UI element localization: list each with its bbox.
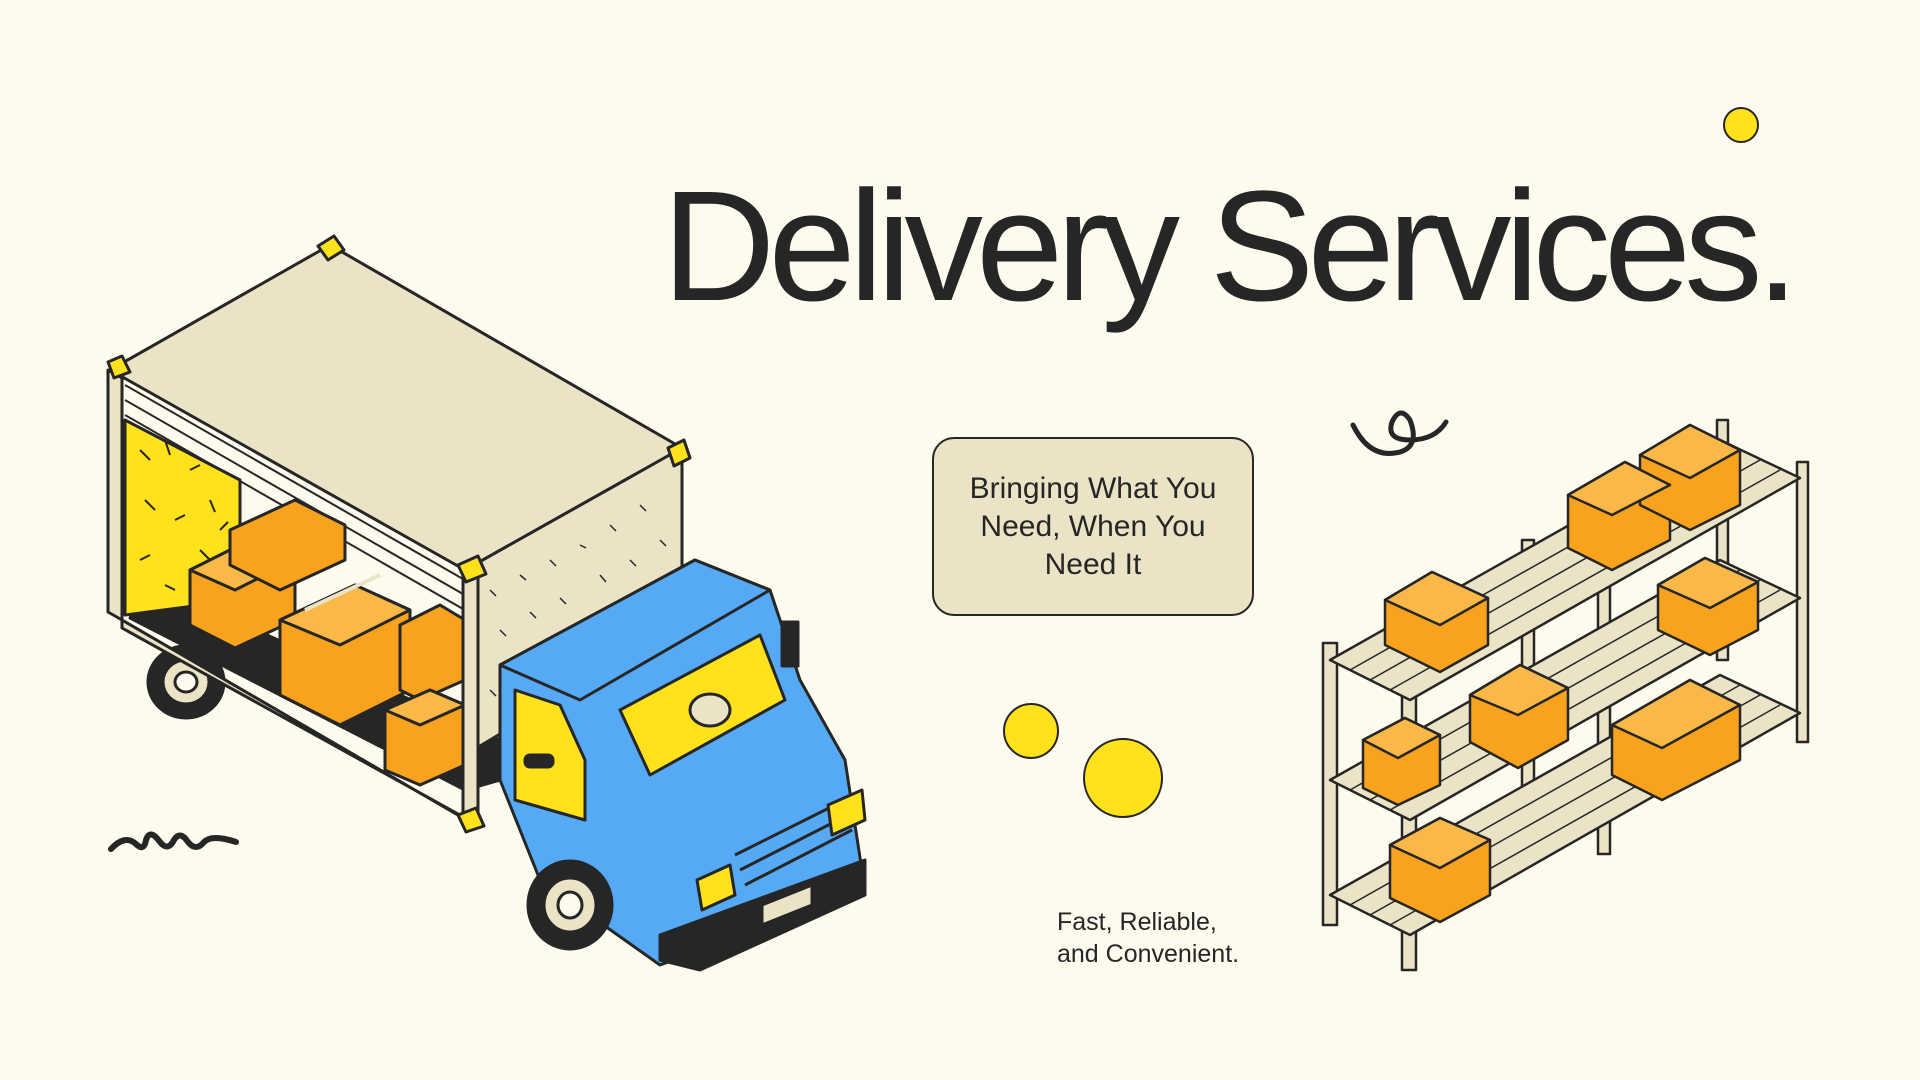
subtext-block: Fast, Reliable, and Convenient. [1057,906,1239,970]
tagline-badge: Bringing What You Need, When You Need It [932,437,1254,616]
delivery-truck-illustration [106,234,867,972]
subtext-line-1: Fast, Reliable, [1057,908,1217,936]
yellow-dot-small [1003,703,1059,759]
storage-shelf-illustration [1321,418,1810,972]
yellow-dot-top-right [1723,107,1759,143]
tagline-text: Bringing What You Need, When You Need It [969,471,1217,581]
page-title: Delivery Services. [662,159,1799,334]
squiggle-top-right [1350,410,1449,456]
squiggle-bottom-left [108,831,239,852]
subtext-line-2: and Convenient. [1057,940,1240,968]
yellow-dot-large [1083,738,1163,818]
